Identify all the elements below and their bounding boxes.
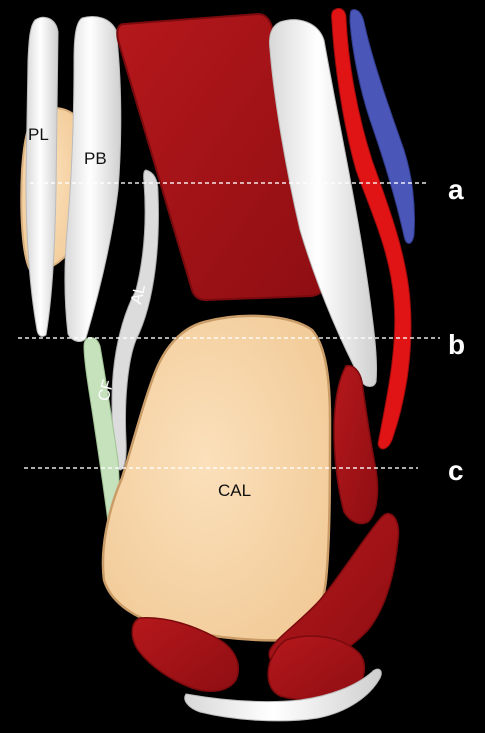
label-al: AL xyxy=(128,283,149,306)
vein-vessel xyxy=(349,9,415,244)
label-pb: PB xyxy=(84,149,107,168)
label-pl: PL xyxy=(28,125,49,144)
muscle-bottom-left xyxy=(131,617,240,693)
label-cal: CAL xyxy=(218,481,251,500)
al-ligament xyxy=(111,169,159,471)
level-a-label: a xyxy=(448,174,464,205)
artery-vessel xyxy=(331,7,412,450)
tendon-bottom xyxy=(184,668,382,722)
pl-tendon xyxy=(25,16,59,337)
large-tendon xyxy=(269,19,378,387)
level-b-label: b xyxy=(448,329,465,360)
label-cf: CF xyxy=(95,378,117,403)
calcaneus-bone xyxy=(101,314,332,642)
level-c-label: c xyxy=(448,455,464,486)
pb-tendon xyxy=(64,16,122,342)
muscle-lateral-small xyxy=(333,364,379,525)
